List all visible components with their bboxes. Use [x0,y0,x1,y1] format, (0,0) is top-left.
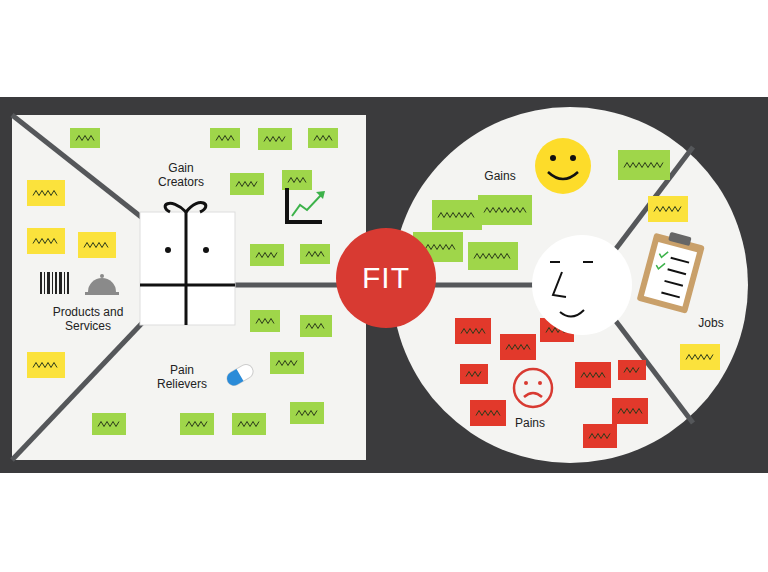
sticky-note [460,364,488,384]
cloche-icon [85,274,119,295]
scribble [238,422,259,427]
sticky-notes [27,128,720,448]
sticky-note [180,413,214,435]
sticky-note [583,424,617,448]
scribble [624,368,639,373]
scribble [296,411,317,416]
sticky-note [250,310,280,332]
scribble [236,182,257,187]
region-label: Products and Services [38,305,138,333]
sticky-note [618,150,670,180]
scribble [466,372,481,377]
region-label: Gains [470,169,530,183]
scribble [438,213,474,218]
sticky-note [232,413,266,435]
scribble [654,207,681,212]
sticky-note [282,170,312,190]
label-text: Gains [470,169,530,183]
growth-chart-icon [287,188,325,222]
sticky-note [500,334,536,360]
barcode-icon [40,272,69,294]
scribble [288,178,306,183]
scribble [33,239,57,244]
scribble [186,422,207,427]
sticky-note [455,318,491,344]
label-text: Jobs [689,316,733,330]
clipboard-icon [637,228,707,314]
scribble [306,252,324,257]
sticky-note [27,352,65,378]
scribble [276,361,297,366]
label-text: Pains [505,416,555,430]
scribble [589,434,610,439]
label-text: Products and Services [38,305,138,333]
scribble [216,136,234,141]
region-label: Gain Creators [146,161,216,189]
label-text: Pain Relievers [146,363,218,391]
scribble [256,319,274,324]
scribble [474,254,510,259]
divider-lines [12,115,693,460]
region-label: Pain Relievers [146,363,218,391]
scribble [686,355,713,360]
dark-ground [0,97,768,473]
scribble [33,191,57,196]
sticky-note [432,200,482,230]
scribble [476,411,500,416]
sticky-note [250,244,284,266]
scribble [306,324,324,329]
scribble [264,137,285,142]
sticky-note [618,360,646,380]
sticky-note [78,232,116,258]
sticky-note [680,344,720,370]
scribble [461,329,485,334]
scribble [76,136,94,141]
fit-circle: FIT [336,228,436,328]
sticky-note [270,352,304,374]
sticky-note [300,315,332,337]
sticky-note [210,128,240,148]
smiley-icon [535,138,591,194]
scribble [618,409,642,414]
sticky-note [612,398,648,424]
label-text: Gain Creators [146,161,216,189]
customer-face-icon [532,235,632,335]
scribble [314,136,332,141]
sticky-note [575,362,611,388]
scribble [581,373,605,378]
scribble [256,253,277,258]
scribble [33,363,57,368]
sticky-note [258,128,292,150]
gift-box-icon [140,202,235,325]
sticky-note [478,195,532,225]
sticky-note [70,128,100,148]
sticky-note [470,400,506,426]
sticky-note [27,228,65,254]
sad-face-icon [514,369,552,407]
scribble [484,208,526,213]
sticky-note [308,128,338,148]
sticky-note [300,244,330,264]
region-label: Jobs [689,316,733,330]
scribble [98,422,119,427]
fit-text: FIT [362,263,410,293]
scribble [624,163,663,168]
sticky-note [648,196,688,222]
scribble [84,243,108,248]
pill-icon [224,362,255,388]
region-label: Pains [505,416,555,430]
sticky-note [27,180,65,206]
sticky-note [468,242,518,270]
scribble [506,345,530,350]
sticky-note [92,413,126,435]
sticky-note [290,402,324,424]
sticky-note [230,173,264,195]
